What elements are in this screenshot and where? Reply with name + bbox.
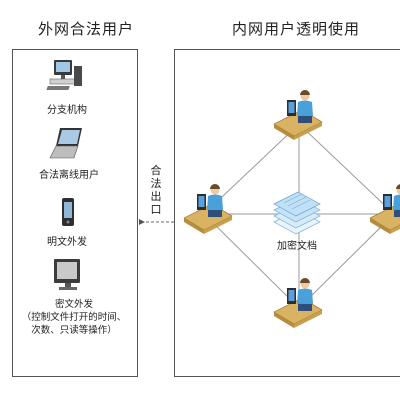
ciphertext-line-1: 密文外发	[54, 299, 93, 310]
ciphertext-line-3: 次数、只读等操作）	[31, 325, 117, 336]
encrypted-docs-label: 加密文档	[277, 241, 317, 252]
desktop-computer-icon	[46, 60, 82, 90]
item-branch-label: 分支机构	[47, 105, 87, 116]
external-users-panel	[12, 49, 138, 377]
laptop-icon	[49, 128, 82, 159]
ciphertext-line-2: （控制文件打开的时间、	[21, 312, 127, 323]
mobile-phone-icon	[62, 198, 74, 226]
monitor-icon	[54, 259, 80, 290]
item-ciphertext-label: 密文外发 （控制文件打开的时间、 次数、只读等操作）	[12, 298, 136, 337]
item-plaintext-label: 明文外发	[47, 237, 87, 248]
right-title: 内网用户透明使用	[232, 20, 361, 38]
internal-users-panel	[174, 49, 400, 377]
legal-exit-label: 合法出口	[150, 164, 162, 216]
left-title: 外网合法用户	[38, 20, 135, 38]
item-offline-user-label: 合法离线用户	[39, 170, 99, 181]
